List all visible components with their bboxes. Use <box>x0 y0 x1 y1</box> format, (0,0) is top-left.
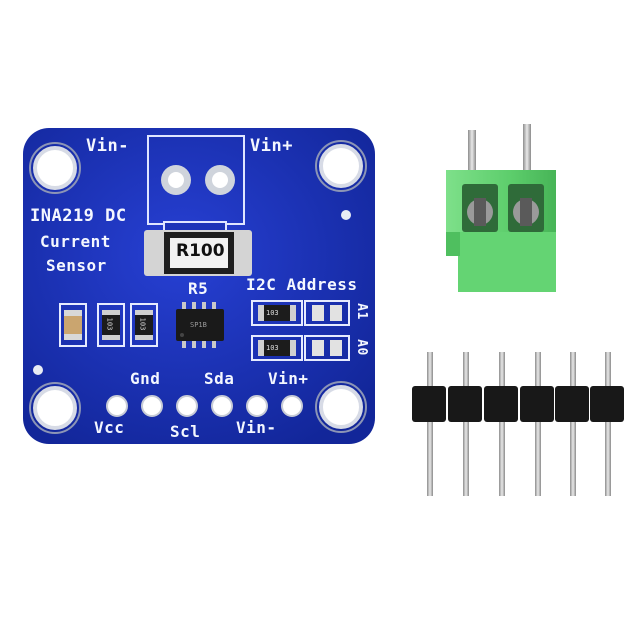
board-title-line3: Sensor <box>46 256 107 275</box>
i2c-address-label: I2C Address <box>246 275 358 294</box>
pin-label-vcc: Vcc <box>94 418 125 437</box>
terminal-pads <box>161 165 235 195</box>
mounting-holes <box>33 144 363 430</box>
pin-header <box>412 352 624 496</box>
resistor-code-2: 103 <box>138 317 147 331</box>
resistor-code-3: 103 <box>266 309 279 317</box>
board-title-line2: Current <box>40 232 111 251</box>
label-terminal-vin-minus: Vin- <box>86 136 129 156</box>
screw-terminal <box>446 124 556 292</box>
pin-label-vin-plus: Vin+ <box>268 369 309 388</box>
shunt-ref-label: R5 <box>188 279 209 298</box>
header-pads <box>106 395 303 417</box>
shunt-value-label: R100 <box>176 241 225 261</box>
label-terminal-vin-plus: Vin+ <box>250 136 293 156</box>
pin-label-vin-minus: Vin- <box>236 418 277 437</box>
chip-marking: SP1B <box>190 321 207 329</box>
shunt-resistor <box>144 230 252 276</box>
label-a1: A1 <box>353 303 369 320</box>
address-jumpers <box>251 300 350 361</box>
label-a0: A0 <box>353 339 369 356</box>
smd-components-left <box>59 303 158 347</box>
pin-label-scl: Scl <box>170 422 201 441</box>
pcb-substrate <box>23 128 375 444</box>
board-title-line1: INA219 DC <box>30 206 127 226</box>
pin-label-gnd: Gnd <box>130 369 161 388</box>
pin-label-sda: Sda <box>204 369 235 388</box>
ina219-chip <box>176 302 224 348</box>
resistor-code-4: 103 <box>266 344 279 352</box>
resistor-code-1: 103 <box>105 317 114 331</box>
